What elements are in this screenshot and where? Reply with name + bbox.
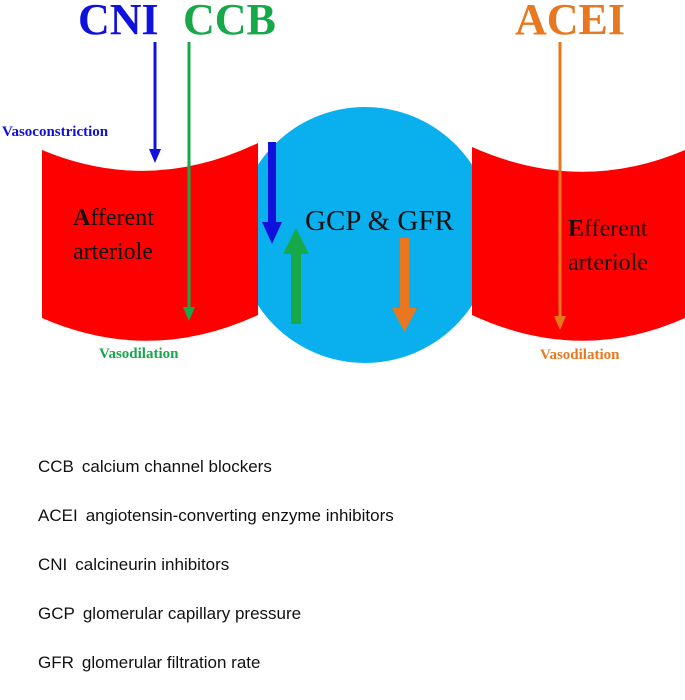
- acei-gcp-arrow-head: [392, 308, 417, 332]
- legend-abbr: CCB: [38, 457, 74, 476]
- legend-item-gcp: GCP glomerular capillary pressure: [38, 602, 394, 651]
- vasoconstriction-label: Vasoconstriction: [2, 124, 109, 140]
- afferent-arteriole-shape: [42, 143, 258, 341]
- cni-gcp-arrow-head: [262, 222, 282, 244]
- abbreviation-legend: CCB calcium channel blockers ACEI angioten…: [38, 455, 394, 700]
- vasodilation-right-label: Vasodilation: [540, 347, 620, 363]
- legend-abbr: CNI: [38, 555, 68, 574]
- efferent-arteriole-shape: [472, 147, 685, 341]
- legend-text: angiotensin-converting enzyme inhibitors: [85, 506, 394, 525]
- ccb-gcp-arrow-head: [283, 228, 309, 254]
- legend-item-gfr: GFR glomerular filtration rate: [38, 651, 394, 700]
- vasodilation-left-label: Vasodilation: [99, 346, 179, 362]
- legend-item-ccb: CCB calcium channel blockers: [38, 455, 394, 504]
- legend-item-cni: CNI calcineurin inhibitors: [38, 553, 394, 602]
- acei-arrow-head: [554, 316, 566, 330]
- legend-abbr: GFR: [38, 653, 74, 672]
- legend-text: calcium channel blockers: [81, 457, 272, 476]
- ccb-label: CCB: [183, 0, 276, 44]
- gcp-gfr-label: GCP & GFR: [305, 205, 454, 237]
- legend-item-acei: ACEI angiotensin-converting enzyme inhibi…: [38, 504, 394, 553]
- acei-gcp-arrow-shaft: [400, 238, 409, 310]
- ccb-gcp-arrow-shaft: [291, 252, 301, 324]
- ccb-arrow-head: [183, 307, 195, 321]
- legend-text: glomerular capillary pressure: [82, 604, 302, 623]
- afferent-label-line1: Afferent: [73, 205, 154, 231]
- legend-text: calcineurin inhibitors: [75, 555, 230, 574]
- efferent-label-line2: arteriole: [568, 250, 648, 276]
- efferent-label-line1: Efferent: [568, 216, 648, 242]
- legend-abbr: GCP: [38, 604, 75, 623]
- glomerular-hemodynamics-diagram: CNI CCB ACEI Vasoconstriction Vasodilati…: [2, 0, 685, 363]
- cni-arrow-head: [149, 149, 161, 163]
- legend-text: glomerular filtration rate: [81, 653, 261, 672]
- legend-abbr: ACEI: [38, 506, 78, 525]
- acei-label: ACEI: [515, 0, 625, 44]
- cni-label: CNI: [78, 0, 159, 44]
- cni-gcp-arrow-shaft: [268, 142, 276, 224]
- afferent-label-line2: arteriole: [73, 239, 153, 265]
